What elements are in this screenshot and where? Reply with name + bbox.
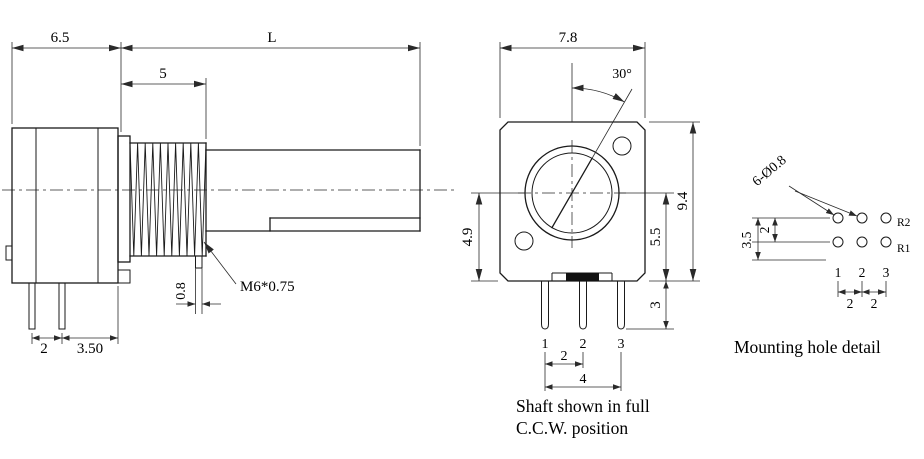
- mounting-hole-bottom-left: [514, 231, 534, 251]
- threaded-bushing: [129, 142, 207, 269]
- mounting-holes: [832, 212, 892, 248]
- dim-row-pitch: 2: [757, 227, 772, 234]
- pin-label-3: 3: [618, 337, 625, 352]
- dim-washer-thickness: 0.8: [174, 282, 189, 300]
- dim-body-width: 6.5: [51, 30, 70, 46]
- dim-pin-to-bushing: 3.50: [77, 341, 103, 357]
- shaft-flat-indicator: [551, 157, 593, 229]
- dim-row-offset: 3.5: [739, 231, 754, 248]
- mounting-hole-detail: 6-Ø0.8 2 3.5 R2 R1 1 2 3 2 2 Mounting ho…: [734, 153, 911, 357]
- dim-thread-length: 5: [159, 66, 167, 82]
- side-view-body: [5, 127, 131, 284]
- dim-pin-length: 3: [648, 301, 664, 309]
- front-view: 30° 7.8 9.4 5.5 3 4.9 1: [460, 30, 700, 438]
- row-label-r2: R2: [897, 217, 911, 229]
- pin-label-2: 2: [580, 337, 587, 352]
- row-label-r1: R1: [897, 243, 911, 255]
- front-view-dimensions: 7.8 9.4 5.5 3 4.9 1 2 3: [460, 30, 700, 391]
- shaft: [205, 149, 421, 232]
- front-view-pins: [541, 281, 625, 330]
- dim-center-height-right: 5.5: [648, 228, 664, 247]
- front-view-body: [499, 121, 646, 282]
- dim-pin-pitch-side: 2: [40, 341, 48, 357]
- side-view-pins: [28, 282, 66, 330]
- angle-label: 30°: [612, 67, 632, 82]
- mounting-detail-dimensions: 2 3.5 R2 R1 1 2 3 2 2: [739, 217, 911, 311]
- dim-center-height-left: 4.9: [460, 228, 476, 247]
- dim-front-width: 7.8: [559, 30, 578, 46]
- bushing-collar: [117, 135, 131, 263]
- dim-shaft-length: L: [267, 30, 276, 46]
- caption-line-2: C.C.W. position: [516, 418, 628, 438]
- col-label-2: 2: [859, 265, 866, 280]
- thread-spec-label: M6*0.75: [240, 279, 295, 295]
- terminal-block: [566, 273, 599, 281]
- hole-spec-callout: 6-Ø0.8: [750, 153, 858, 217]
- angle-dimension: 30°: [571, 63, 633, 159]
- col-label-1: 1: [835, 265, 842, 280]
- mounting-detail-caption: Mounting hole detail: [734, 337, 881, 357]
- front-view-caption: Shaft shown in full C.C.W. position: [516, 396, 650, 438]
- dim-pin-span: 4: [580, 372, 587, 387]
- col-label-3: 3: [883, 265, 890, 280]
- caption-line-1: Shaft shown in full: [516, 396, 650, 416]
- dim-pin-pitch-front: 2: [561, 349, 568, 364]
- pin-label-1: 1: [542, 337, 549, 352]
- dim-col-pitch-2: 2: [871, 296, 878, 311]
- side-view-dimensions: 6.5 L 5 M6*0.75 0.8 2 3.50: [11, 30, 421, 357]
- dim-col-pitch-1: 2: [847, 296, 854, 311]
- mounting-hole-top-right: [612, 136, 632, 156]
- hole-spec-label: 6-Ø0.8: [750, 153, 790, 190]
- dim-body-height: 9.4: [675, 191, 691, 210]
- side-view: 6.5 L 5 M6*0.75 0.8 2 3.50: [2, 30, 455, 357]
